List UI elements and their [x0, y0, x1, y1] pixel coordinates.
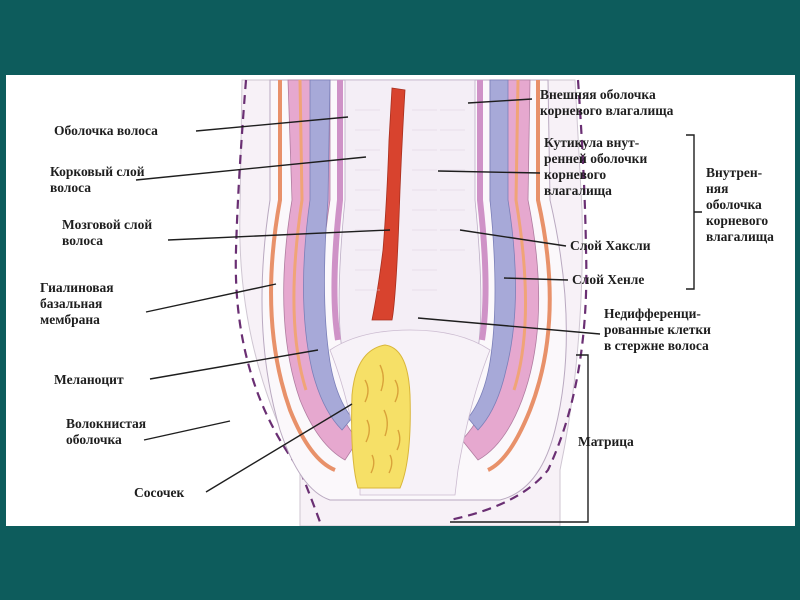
label-huxley-layer: Слой Хаксли	[570, 238, 651, 253]
leader-melanocyte	[149, 349, 319, 380]
huxley-right	[467, 79, 516, 431]
leader-outer-sheath	[467, 98, 533, 104]
leader-hair-cuticle	[195, 116, 349, 132]
huxley-left	[303, 79, 353, 431]
fibrous-sheath-left	[234, 79, 322, 523]
label-hair-medulla: Мозговой слой волоса	[62, 217, 153, 248]
leader-papilla	[205, 403, 353, 493]
hair-medulla-shape	[371, 87, 406, 321]
leader-medulla	[167, 229, 391, 241]
leader-henle	[503, 277, 569, 281]
leader-undiff	[417, 317, 601, 335]
hyaline-membrane-left	[269, 80, 336, 472]
label-hair-cuticle: Оболочка волоса	[54, 123, 158, 138]
label-outer-root-sheath: Внешняя оболочка корневого влагалища	[540, 87, 674, 118]
fibrous-sheath-right	[449, 79, 588, 522]
label-fibrous-sheath: Волокнистая оболочка	[66, 416, 147, 447]
label-inner-sheath-cuticle: Кутикула внут- ренней оболочки корневого…	[544, 135, 648, 198]
leader-cortex	[135, 156, 367, 181]
label-matrix: Матрица	[578, 434, 634, 449]
leader-huxley	[459, 229, 567, 247]
label-inner-root-sheath: Внутрен- няя оболочка корневого влагалищ…	[706, 165, 774, 244]
henle-left	[292, 79, 308, 391]
leader-hyaline	[145, 283, 277, 313]
label-henle-layer: Слой Хенле	[572, 272, 645, 287]
hyaline-membrane-right	[487, 80, 552, 472]
label-hyaline-membrane: Гиалиновая базальная мембрана	[40, 280, 114, 327]
bracket-matrix	[450, 354, 589, 523]
label-hair-cortex: Корковый слой волоса	[50, 164, 145, 195]
label-undifferentiated-cells: Недифференци- рованные клетки в стержне …	[604, 306, 711, 353]
leader-inner-cuticle	[437, 170, 541, 174]
label-papilla: Сосочек	[134, 485, 185, 500]
inner-cortex-right	[477, 80, 489, 341]
inner-cortex-left	[331, 80, 343, 341]
leader-fibrous	[143, 420, 231, 441]
bracket-inner-sheath	[686, 134, 702, 290]
henle-right	[512, 79, 527, 391]
label-melanocyte: Меланоцит	[54, 372, 124, 387]
